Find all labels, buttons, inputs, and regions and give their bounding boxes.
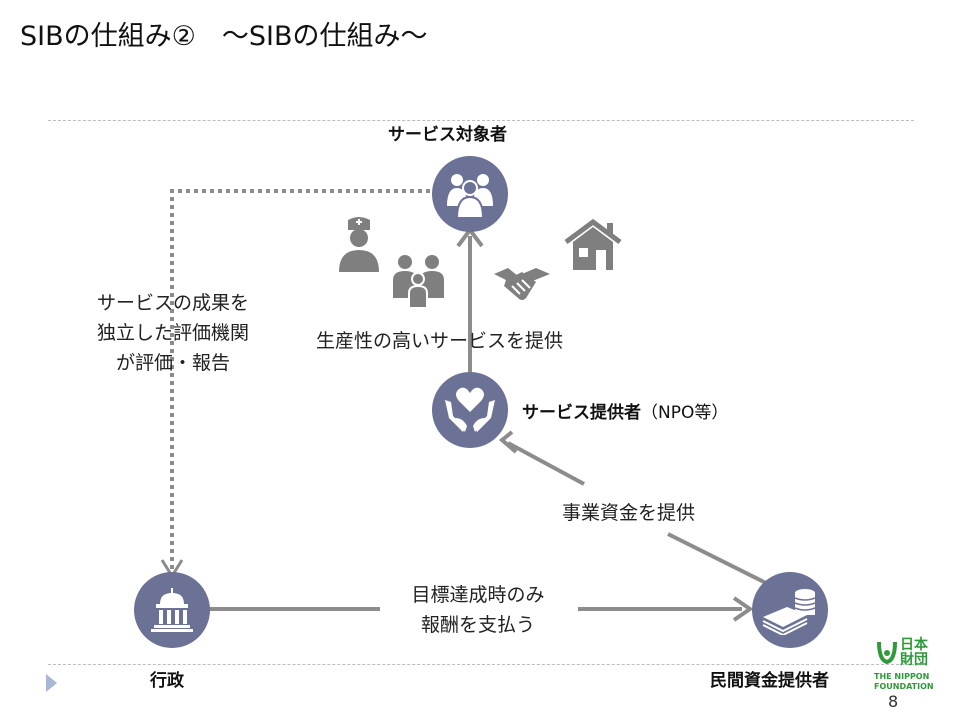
payment-label: 目標達成時のみ 報酬を支払う [378,580,578,640]
logo-kanji: 日本 財団 [900,638,928,668]
payment-line2: 報酬を支払う [420,614,535,636]
provider-label: サービス提供者（NPO等） [522,398,728,423]
funding-arrowhead [498,430,518,454]
slide-nav-arrow-icon[interactable] [46,674,57,692]
title-part2: ～SIBの仕組み～ [221,21,428,52]
logo-kanji-line2: 財団 [900,652,928,668]
foundation-mark-icon [877,641,897,665]
bottom-separator [48,664,914,665]
government-label: 行政 [150,671,184,691]
title-part1: SIBの仕組み② [20,21,196,52]
funding-arrow-lower [667,532,769,586]
evaluation-line3: が評価・報告 [115,352,230,374]
provider-node [432,372,508,448]
nippon-foundation-logo: 日本 財団 THE NIPPON FOUNDATION [872,636,938,698]
target-node [432,156,508,232]
government-node [134,572,210,648]
investor-label: 民間資金提供者 [710,671,829,691]
target-label: サービス対象者 [388,125,507,145]
house-icon [564,218,622,270]
evaluation-line2: 独立した評価機関 [96,322,249,344]
nurse-icon [339,217,379,272]
logo-kanji-line1: 日本 [900,637,928,653]
government-building-icon [151,588,193,632]
money-stack-icon [762,589,816,635]
provider-suffix: （NPO等） [641,403,729,423]
page-number: 8 [888,692,899,711]
hands-heart-icon [445,387,495,432]
handshake-icon [494,268,550,300]
investor-node [752,572,828,648]
logo-en-line1: THE NIPPON [874,672,930,681]
payment-arrowhead [732,596,754,622]
evaluation-line1: サービスの成果を [96,292,249,314]
slide-title: SIBの仕組み② ～SIBの仕組み～ [20,14,427,53]
top-separator [48,120,914,121]
payment-line1: 目標達成時のみ [411,584,545,606]
service-label: 生産性の高いサービスを提供 [316,330,564,352]
provider-name: サービス提供者 [522,403,641,423]
evaluation-label: サービスの成果を 独立した評価機関 が評価・報告 [62,288,284,378]
people-group-icon [447,174,493,219]
logo-en-line2: FOUNDATION [874,682,934,691]
funding-label: 事業資金を提供 [562,502,696,524]
evaluation-dotted-arrow [170,189,430,572]
funding-arrow-upper [507,441,585,486]
family-icon [393,255,444,309]
logo-english: THE NIPPON FOUNDATION [874,672,934,692]
